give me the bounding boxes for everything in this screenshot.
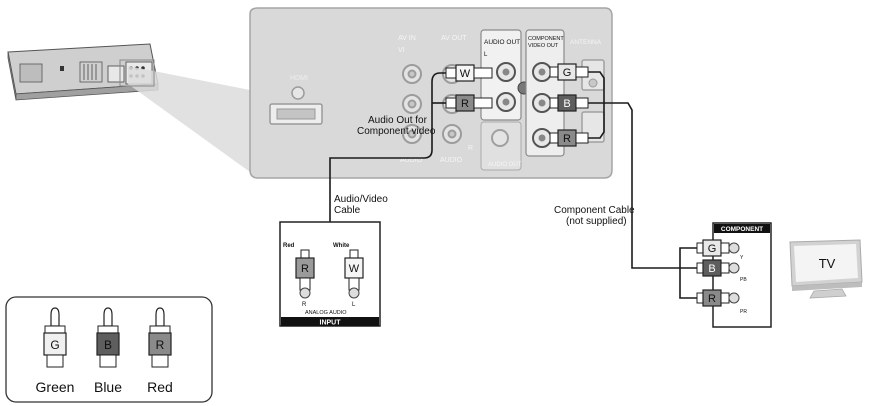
svg-text:R: R — [156, 338, 165, 352]
svg-text:R: R — [461, 98, 469, 110]
plug-red-audio-out: R — [445, 94, 493, 112]
input-l-under: L — [352, 302, 356, 308]
white-label: White — [333, 243, 350, 249]
plug-white-audio-out: W — [445, 64, 493, 82]
legend-blue-label: Blue — [94, 379, 122, 395]
zoom-callout — [128, 66, 250, 172]
av-cable-label-2: Cable — [334, 205, 361, 216]
audio-out-label: AUDIO OUT — [484, 39, 520, 46]
red-label: Red — [283, 243, 295, 249]
y-label: Y — [740, 255, 744, 261]
audio-left-label: AUDIO — [400, 157, 423, 164]
input-plug-white: W — [344, 249, 364, 299]
input-label: INPUT — [320, 320, 342, 327]
input-plug-red: R — [295, 249, 315, 299]
component-cable-label-1: Component Cable — [554, 205, 635, 216]
av-in-jacks — [402, 64, 422, 144]
tv-label: TV — [819, 256, 836, 271]
pb-label: PB — [740, 277, 747, 283]
hdmi-screw-icon — [291, 86, 305, 100]
tv-plug-blue: B PB — [696, 259, 747, 283]
hdmi-label: HDMI — [290, 75, 308, 82]
svg-text:G: G — [50, 338, 59, 352]
tv-input-box: Red White R W R L ANALOG AUDIO INPUT — [279, 221, 381, 327]
legend-plug-green: G — [43, 307, 67, 368]
antenna-label: ANTENNA — [570, 39, 602, 46]
cables — [304, 71, 697, 299]
analog-audio-label: ANALOG AUDIO — [305, 310, 347, 316]
input-r-under: R — [302, 302, 307, 308]
plug-green-component: G — [549, 63, 589, 81]
legend-green-label: Green — [36, 379, 75, 395]
component-label-1: COMPONENT — [528, 36, 564, 42]
svg-text:W: W — [460, 68, 471, 80]
component-cable-label-2: (not supplied) — [566, 216, 627, 227]
legend-plug-blue: B — [96, 307, 120, 368]
pr-label: PR — [740, 309, 747, 315]
audio-mid-label: AUDIO — [440, 157, 463, 164]
back-panel: HDMI AV IN VI AUDIO AV OUT AUDIO R AUDIO… — [249, 7, 613, 179]
panel-plugs: W R G B R — [445, 63, 589, 147]
color-legend: G B R Green Blue Red — [5, 296, 213, 403]
svg-text:R: R — [563, 133, 571, 145]
svg-text:G: G — [563, 67, 572, 79]
plug-red-component: R — [549, 129, 589, 147]
audio-out-for-label-2: Component video — [357, 126, 436, 137]
r-mark: R — [468, 145, 473, 152]
component-video-out-block — [525, 29, 565, 157]
audio-out-bottom-label: AUDIO OUT — [488, 162, 522, 168]
svg-text:B: B — [563, 98, 570, 110]
audio-out-for-label-1: Audio Out for — [368, 115, 428, 126]
svg-text:B: B — [708, 263, 715, 275]
av-cable-label-1: Audio/Video — [334, 194, 388, 205]
av-out-label: AV OUT — [441, 35, 467, 42]
av-in-label: AV IN — [398, 35, 416, 42]
tv-plug-green: G Y — [696, 239, 744, 261]
svg-text:B: B — [104, 338, 112, 352]
tv-plug-red: R PR — [696, 289, 747, 315]
l-mark: L — [484, 52, 488, 58]
svg-text:R: R — [708, 293, 716, 305]
svg-text:R: R — [301, 263, 309, 275]
svg-text:W: W — [349, 263, 360, 275]
legend-red-label: Red — [147, 379, 173, 395]
av-in-sub-label: VI — [398, 47, 405, 54]
tv-icon: TV — [789, 239, 863, 299]
svg-text:G: G — [708, 243, 717, 255]
legend-plug-red: R — [148, 307, 172, 368]
plug-blue-component: B — [549, 94, 589, 112]
component-title: COMPONENT — [721, 226, 763, 233]
component-label-2: VIDEO OUT — [528, 43, 559, 49]
tv-component-box: COMPONENT G Y B PB R PR — [696, 222, 772, 328]
